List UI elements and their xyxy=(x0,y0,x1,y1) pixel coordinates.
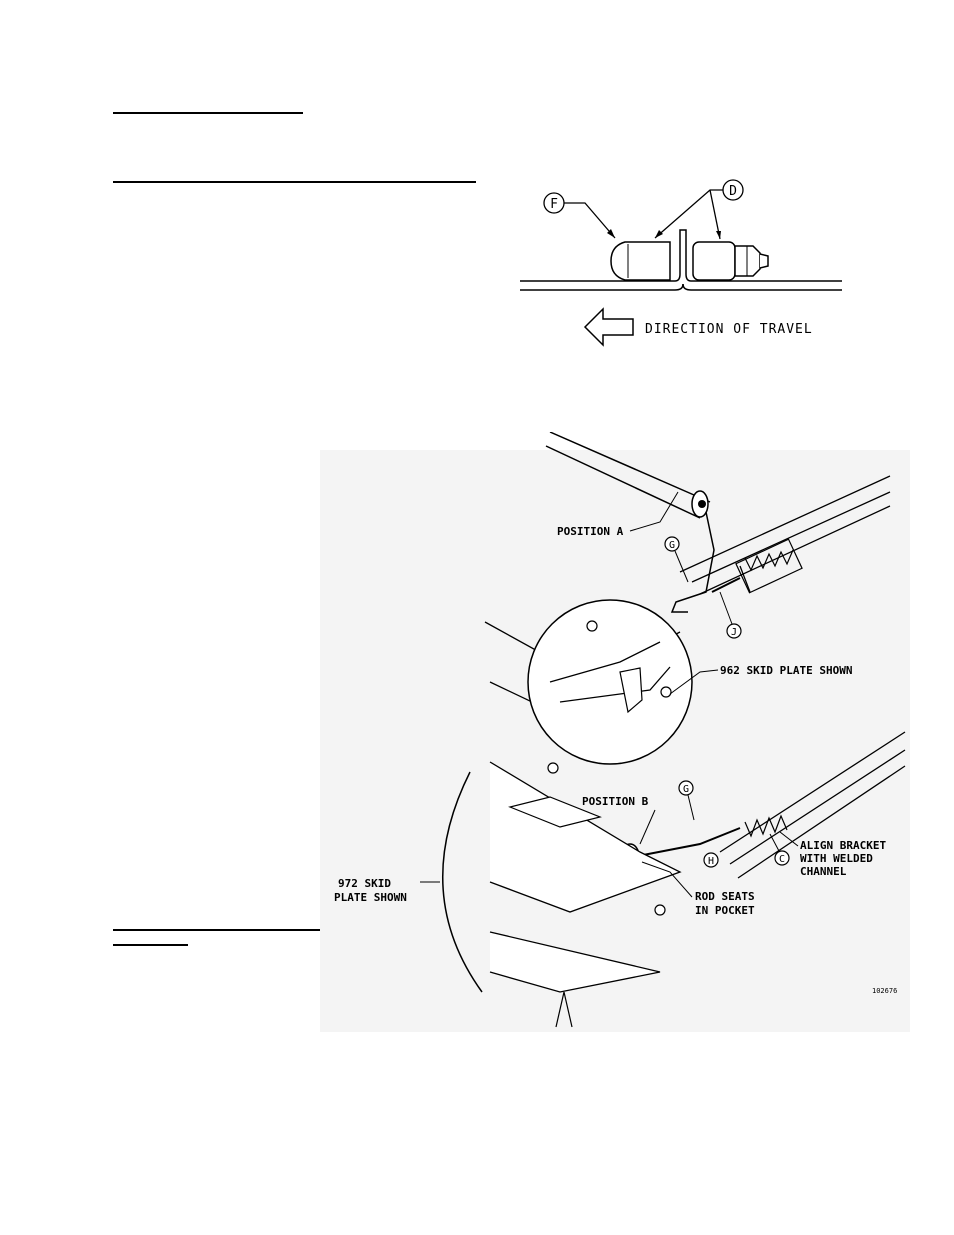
skid-plate-assembly-figure: G J POSITION A 962 SKID PLATE SHOWN G C … xyxy=(320,432,910,1032)
skid-972-label-1: 972 SKID xyxy=(338,877,391,890)
bottom-rule-1 xyxy=(113,929,383,931)
callout-d: D xyxy=(729,184,737,199)
callout-g-lower: G xyxy=(683,784,689,795)
callout-g-upper: G xyxy=(669,540,675,551)
figure-number: 102676 xyxy=(872,987,897,995)
skid-962-label: 962 SKID PLATE SHOWN xyxy=(720,664,852,677)
rod-seats-label-1: ROD SEATS xyxy=(695,890,755,903)
callout-h: H xyxy=(708,856,714,867)
bottom-rule-2 xyxy=(113,944,188,946)
position-b-label: POSITION B xyxy=(582,795,649,808)
rod-seats-label-2: IN POCKET xyxy=(695,904,755,917)
section-rule xyxy=(113,181,476,183)
skid-side-view-figure: F D DIRECTION OF TRAVEL xyxy=(520,179,842,347)
callout-f: F xyxy=(550,197,558,212)
position-a-label: POSITION A xyxy=(557,525,624,538)
callout-c: C xyxy=(779,854,785,865)
align-bracket-label-2: WITH WELDED xyxy=(800,852,873,865)
direction-of-travel: DIRECTION OF TRAVEL xyxy=(645,322,813,337)
align-bracket-label-1: ALIGN BRACKET xyxy=(800,839,886,852)
skid-972-label-2: PLATE SHOWN xyxy=(334,891,407,904)
heading-rule xyxy=(113,112,303,114)
align-bracket-label-3: CHANNEL xyxy=(800,865,847,878)
callout-j: J xyxy=(731,627,737,638)
